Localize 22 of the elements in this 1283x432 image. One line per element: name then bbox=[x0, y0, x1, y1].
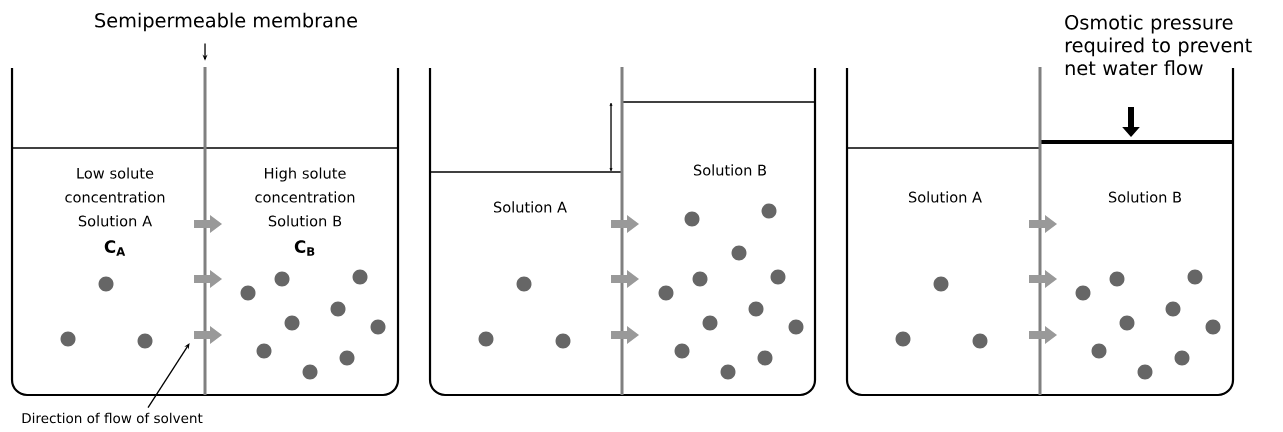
solution-label: High solute concentration Solution B bbox=[255, 167, 355, 227]
flow-direction-symbol bbox=[611, 326, 639, 344]
concentration-symbol: C$_{A}$ bbox=[104, 240, 126, 256]
pressure-label: Osmotic pressure required to prevent net water flow bbox=[1065, 14, 1252, 76]
flow-direction-symbol bbox=[194, 215, 222, 233]
concentration-symbol: C$_{B}$ bbox=[294, 240, 315, 256]
solution-label: Solution A bbox=[908, 191, 982, 203]
flow-direction-symbol bbox=[1029, 215, 1057, 233]
membrane bbox=[203, 67, 207, 395]
membrane-label: Semipermeable membrane bbox=[95, 12, 357, 32]
leader-line bbox=[147, 343, 190, 409]
solution-label: Solution B bbox=[693, 164, 766, 176]
solution-label: Solution B bbox=[1108, 191, 1181, 203]
flow-direction-symbol bbox=[1029, 326, 1057, 344]
annotation-text: Direction of flow of solvent bbox=[22, 412, 203, 424]
flow-direction-symbol bbox=[194, 326, 222, 344]
flow-direction-symbol bbox=[611, 270, 639, 288]
flow-direction-symbol bbox=[1029, 270, 1057, 288]
flow-direction-symbol bbox=[611, 215, 639, 233]
solution-label: Low solute concentration Solution A bbox=[65, 167, 165, 227]
flow-direction-symbol bbox=[194, 270, 222, 288]
solution-label: Solution A bbox=[493, 201, 567, 213]
